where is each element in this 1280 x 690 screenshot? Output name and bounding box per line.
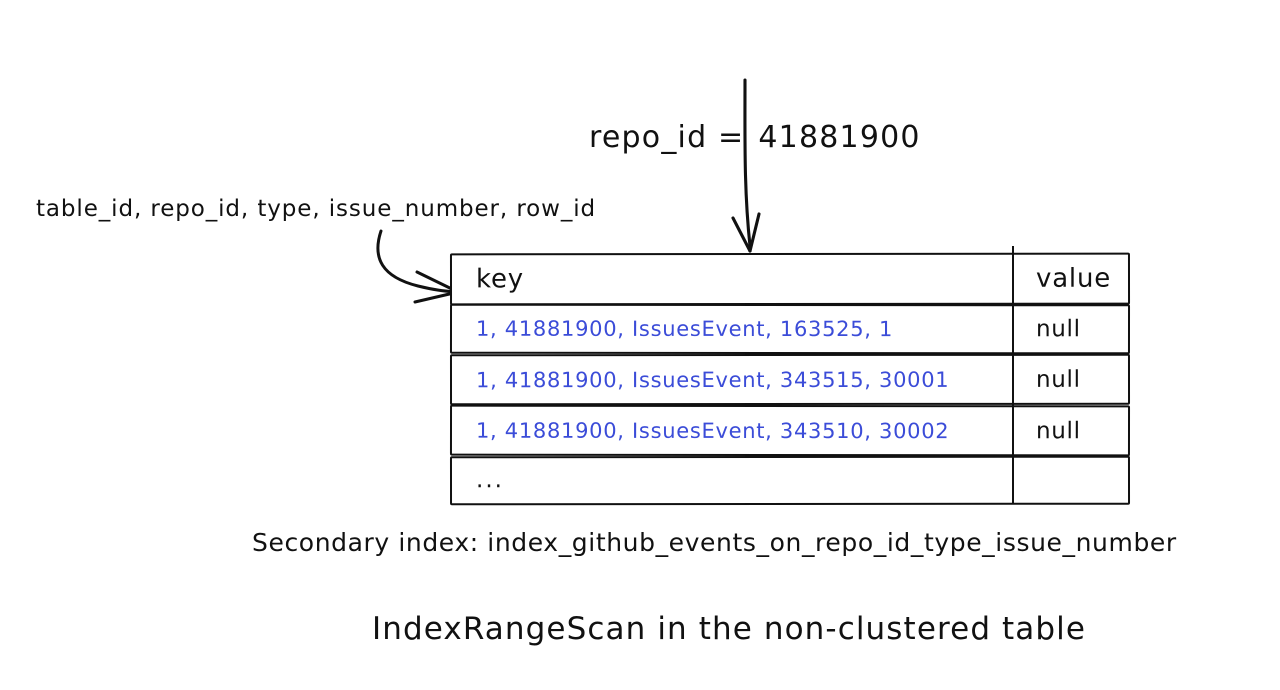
row-cell-key: ... <box>452 458 1014 503</box>
table-row: 1, 41881900, IssuesEvent, 163525, 1 null <box>449 303 1132 355</box>
row-value-text: null <box>1035 417 1081 444</box>
row-key-text: ... <box>475 466 504 493</box>
index-kv-table: key value 1, 41881900, IssuesEvent, 1635… <box>449 252 1132 506</box>
row-cell-value: null <box>1014 407 1132 454</box>
row-value-text: null <box>1035 366 1081 393</box>
table-header-row: key value <box>449 252 1132 306</box>
row-cell-value: null <box>1014 306 1132 352</box>
header-value-label: value <box>1035 263 1112 294</box>
header-cell-key: key <box>452 255 1014 304</box>
row-cell-value: null <box>1014 356 1132 403</box>
predicate-label: repo_id = 41881900 <box>589 120 921 155</box>
row-key-text: 1, 41881900, IssuesEvent, 343515, 30001 <box>475 367 950 392</box>
table-row: 1, 41881900, IssuesEvent, 343515, 30001 … <box>449 353 1132 406</box>
index-columns-arrow-icon <box>376 229 460 304</box>
table-row-ellipsis: ... <box>449 455 1132 506</box>
figure-title: IndexRangeScan in the non-clustered tabl… <box>372 611 1087 647</box>
table-row: 1, 41881900, IssuesEvent, 343510, 30002 … <box>449 404 1132 457</box>
row-cell-key: 1, 41881900, IssuesEvent, 163525, 1 <box>452 306 1014 352</box>
index-columns-label: table_id, repo_id, type, issue_number, r… <box>36 196 597 222</box>
row-cell-key: 1, 41881900, IssuesEvent, 343510, 30002 <box>452 407 1014 455</box>
header-cell-value: value <box>1014 255 1132 303</box>
row-value-text: null <box>1035 316 1081 343</box>
predicate-value-text: 41881900 <box>758 120 921 155</box>
header-key-label: key <box>475 264 524 295</box>
index-name-caption: Secondary index: index_github_events_on_… <box>252 528 1177 557</box>
row-key-text: 1, 41881900, IssuesEvent, 163525, 1 <box>475 316 894 342</box>
row-cell-value <box>1014 458 1132 503</box>
row-cell-key: 1, 41881900, IssuesEvent, 343515, 30001 <box>452 356 1014 403</box>
predicate-arrow-icon <box>731 78 761 253</box>
key-value-column-divider <box>1012 246 1015 504</box>
predicate-column-text: repo_id = <box>589 120 745 155</box>
row-key-text: 1, 41881900, IssuesEvent, 343510, 30002 <box>475 418 950 443</box>
